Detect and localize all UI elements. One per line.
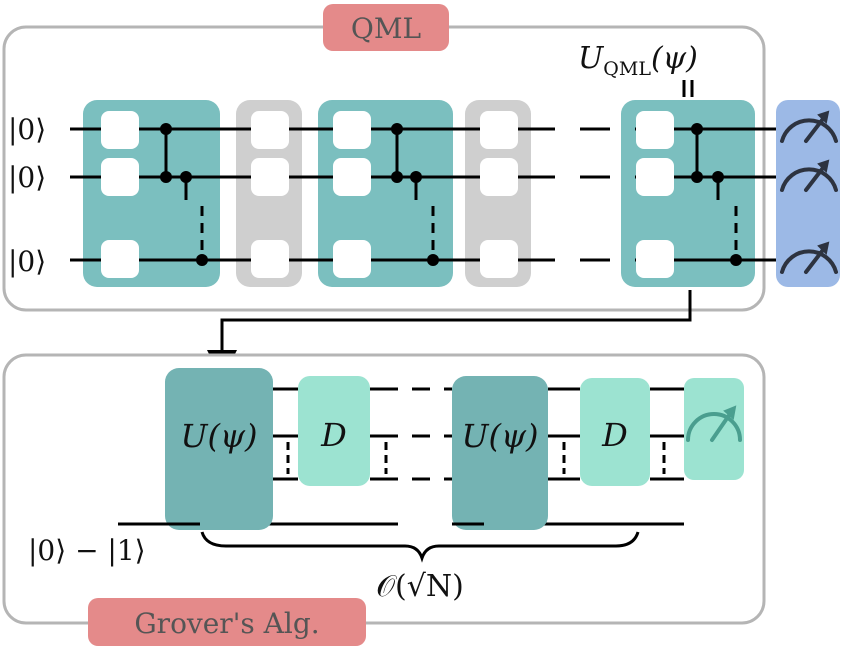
control-dot-icon (691, 171, 703, 183)
grover-tag: Grover's Alg. (88, 598, 366, 646)
connector-arrow (207, 290, 692, 380)
gate-square-icon (251, 111, 289, 149)
control-dot-icon (730, 254, 742, 266)
qml-unitary-label: UQML(ψ) (578, 41, 698, 80)
qml-tag: QML (323, 4, 449, 51)
control-dot-icon (391, 123, 403, 135)
grover-diffusion-block-1 (298, 376, 370, 486)
control-dot-icon (391, 171, 403, 183)
meter-icon (780, 110, 838, 143)
grover-diffusion-label-1: D (320, 416, 347, 454)
meter-icon (780, 159, 838, 192)
gate-square-icon (101, 158, 139, 196)
qml-unitary-arg: (ψ) (651, 41, 698, 76)
qml-control-dots (160, 123, 742, 266)
qml-qubit-label-1: |0⟩ (8, 113, 46, 146)
grover-diffusion-block-2 (580, 378, 650, 486)
qml-meters (780, 110, 838, 274)
grover-ancilla-label: |0⟩ − |1⟩ (28, 534, 146, 567)
grover-measure-block (684, 378, 744, 480)
gate-square-icon (636, 240, 674, 278)
gate-square-icon (251, 240, 289, 278)
control-dot-icon (160, 171, 172, 183)
control-dot-icon (180, 171, 192, 183)
qml-tag-text: QML (351, 12, 421, 45)
qml-panel: QML (2, 4, 840, 312)
grover-panel: U(ψ) D U(ψ) D |0⟩ − |1⟩ 𝒪(√N) Grover's A… (2, 353, 766, 646)
qml-measurement-block (776, 100, 840, 287)
qml-unitary-main: U (578, 41, 605, 76)
gate-square-icon (101, 111, 139, 149)
control-dot-icon (160, 123, 172, 135)
gate-square-icon (636, 111, 674, 149)
grover-tag-text: Grover's Alg. (134, 607, 319, 640)
meter-icon (780, 241, 838, 274)
qml-qubit-label-3: |0⟩ (8, 245, 46, 278)
gate-square-icon (333, 111, 371, 149)
gate-square-icon (480, 158, 518, 196)
gate-square-icon (480, 240, 518, 278)
grover-oracle-block-2 (452, 376, 548, 530)
complexity-brace (200, 531, 640, 563)
qml-unitary-sub: QML (603, 58, 651, 80)
grover-oracle-block-1 (165, 368, 273, 530)
qml-single-qubit-gates (101, 111, 674, 278)
gate-square-icon (480, 111, 518, 149)
qml-qubit-label-2: |0⟩ (8, 161, 46, 194)
control-dot-icon (427, 254, 439, 266)
grover-unitary-label-2: U(ψ) (461, 417, 538, 455)
control-dot-icon (410, 171, 422, 183)
gate-square-icon (636, 158, 674, 196)
grover-unitary-label-1: U(ψ) (180, 417, 257, 455)
control-dot-icon (691, 123, 703, 135)
gate-square-icon (101, 240, 139, 278)
qml-unitary-marker (682, 80, 694, 97)
gate-square-icon (333, 158, 371, 196)
control-dot-icon (712, 171, 724, 183)
grover-diffusion-label-2: D (601, 416, 628, 454)
gate-square-icon (251, 158, 289, 196)
meter-icon (686, 405, 742, 442)
grover-complexity-label: 𝒪(√N) (376, 569, 464, 604)
qml-entanglers (164, 129, 738, 260)
control-dot-icon (196, 254, 208, 266)
gate-square-icon (333, 240, 371, 278)
